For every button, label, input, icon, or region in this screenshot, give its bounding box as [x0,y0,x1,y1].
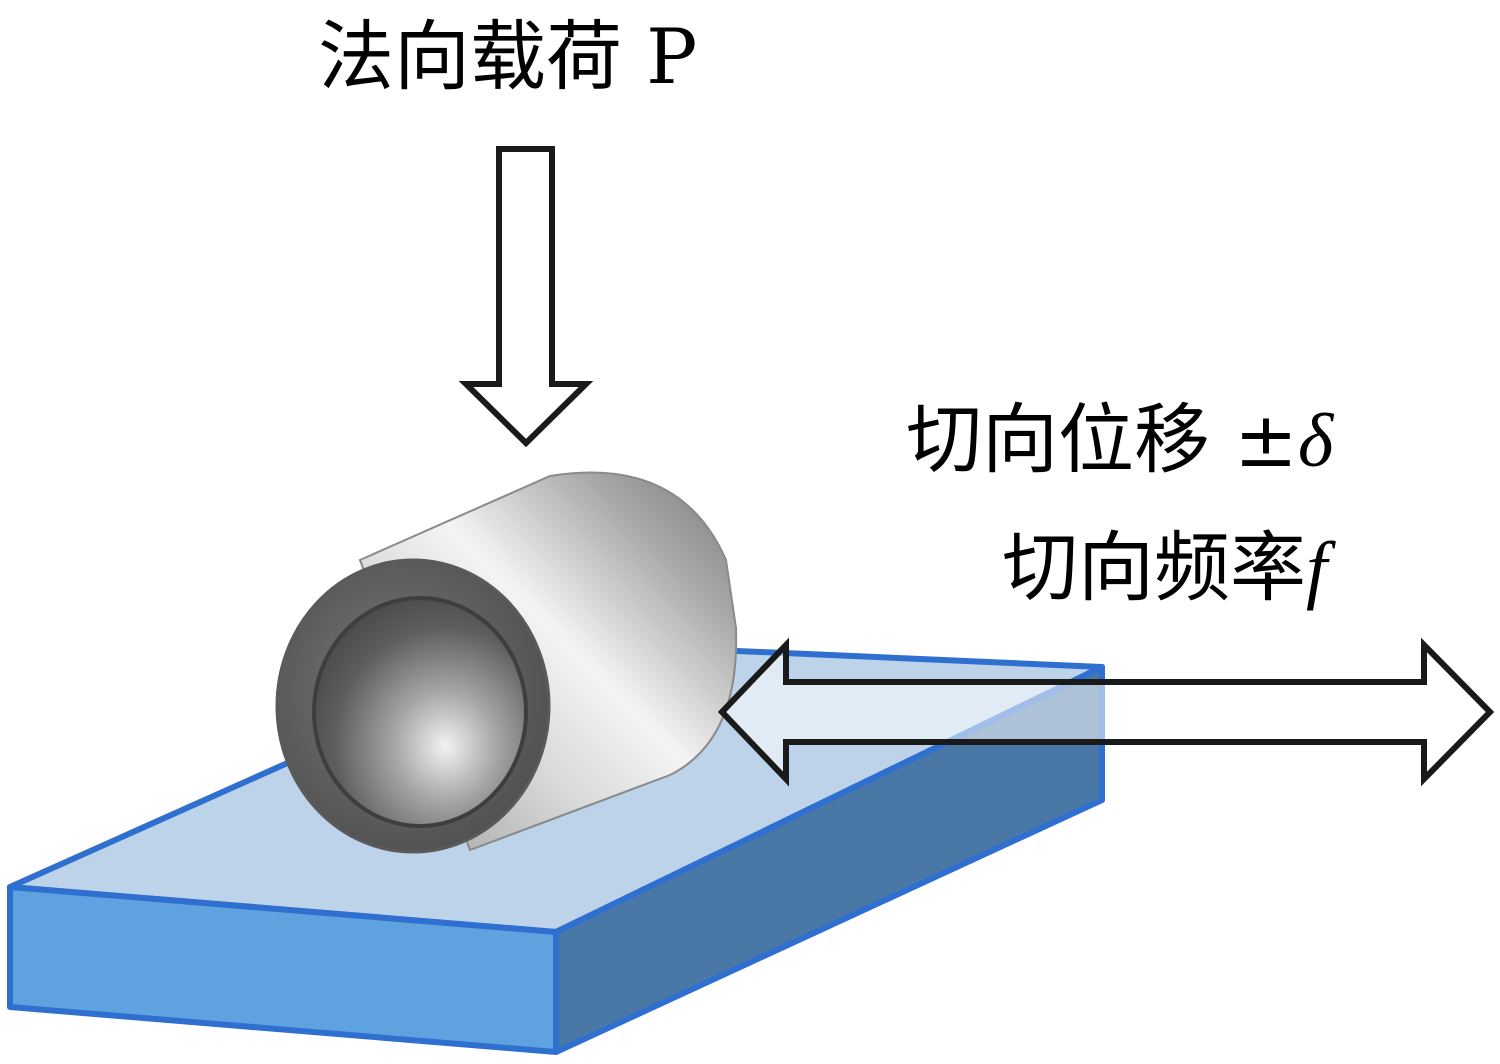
plate-side-face [553,664,1105,1055]
tangential-frequency-text: 切向频率 [1002,523,1306,612]
tangential-displacement-text: 切向位移 ± [906,395,1298,484]
tangential-displacement-arrow [717,637,1495,787]
tangential-displacement-label: 切向位移 ±δ [906,395,1335,484]
normal-load-label: 法向载荷 P [318,12,697,101]
tangential-frequency-label: 切向频率f [1002,523,1336,612]
normal-load-arrow [458,146,594,448]
frequency-symbol: f [1306,527,1336,611]
cylinder-pipe [275,471,738,854]
cylinder-bore [312,596,528,828]
delta-symbol: δ [1298,399,1335,483]
